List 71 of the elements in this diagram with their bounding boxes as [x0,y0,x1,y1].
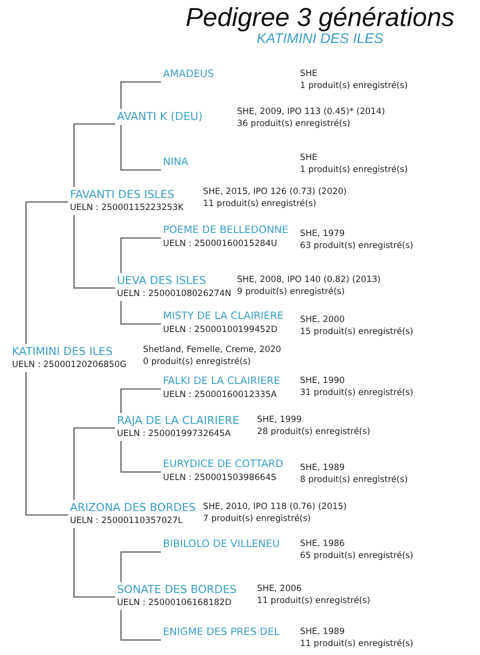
horse-details: 9 produit(s) enregistré(s) [237,286,346,298]
ueln-number: UELN : 25000120206850G [12,359,127,371]
pedigree-line [73,528,115,598]
pedigree-line [120,441,161,473]
pedigree-line [120,81,161,109]
horse-details: SHE, 1979 [300,228,346,240]
horse-name: BIBILOLO DE VILLENEU [163,538,280,552]
horse-details: 63 produit(s) enregistré(s) [300,240,414,252]
horse-details: 36 produit(s) enregistré(s) [237,118,352,130]
pedigree-line [120,610,161,641]
horse-details: 28 produit(s) enregistré(s) [257,426,370,438]
horse-name: MISTY DE LA CLAIRIERE [163,310,284,324]
pedigree-line [25,201,68,344]
pedigree-line [73,427,115,500]
horse-name: AMADEUS [163,68,214,82]
pedigree-line [120,237,161,273]
horse-details: SHE [300,68,318,80]
horse-name: EURYDICE DE COTTARD [163,458,284,472]
horse-details: SHE, 1989 [300,462,346,474]
horse-details: 65 produit(s) enregistré(s) [300,550,414,562]
horse-details: SHE [300,152,318,164]
horse-details: 11 produit(s) enregistré(s) [257,595,370,607]
horse-details: SHE, 2006 [257,583,303,595]
pedigree-line [73,215,115,289]
horse-details: 7 produit(s) enregistré(s) [203,513,312,525]
horse-details: SHE, 2010, IPO 118 (0.76) (2015) [203,501,347,513]
horse-details: 15 produit(s) enregistré(s) [300,326,414,338]
ueln-number: UELN : 25000110357027L [70,515,184,527]
horse-details: Shetland, Femelle, Creme, 2020 [143,344,282,356]
horse-details: 1 produit(s) enregistré(s) [300,164,408,176]
ueln-number: UELN : 25000108026274N [117,288,232,300]
horse-name: ARIZONA DES BORDES [70,501,196,515]
ueln-number: UELN : 25000160015284U [163,238,278,250]
ueln-number: UELN : 25000115223253K [70,202,184,214]
horse-details: 0 produit(s) enregistré(s) [143,356,252,368]
ueln-number: UELN : 25000106168182D [117,597,232,609]
horse-details: 31 produit(s) enregistré(s) [300,387,414,399]
horse-name: RAJA DE LA CLAIRIERE [117,414,240,428]
pedigree-line [120,125,161,171]
horse-details: 1 produit(s) enregistré(s) [300,80,408,92]
horse-name: NINA [163,156,188,170]
subtitle: KATIMINI DES ILES [256,30,384,46]
horse-details: SHE, 1986 [300,538,346,550]
ueln-number: UELN : 25000150398664S [163,472,278,484]
horse-details: SHE, 2015, IPO 126 (0.73) (2020) [203,186,347,198]
horse-details: 11 produit(s) enregistré(s) [203,198,318,210]
horse-details: SHE, 2000 [300,314,346,326]
horse-name: KATIMINI DES ILES [12,345,114,359]
ueln-number: UELN : 25000160012335A [163,389,278,401]
horse-details: SHE, 1990 [300,375,346,387]
ueln-number: UELN : 25000100199452D [163,324,278,336]
horse-details: SHE, 2008, IPO 140 (0.82) (2013) [237,274,381,286]
ueln-number: UELN : 25000199732645A [117,428,232,440]
pedigree-line [120,388,161,413]
horse-details: 11 produit(s) enregistré(s) [300,638,414,650]
pedigree-line [73,123,115,187]
horse-details: SHE, 1999 [257,414,303,426]
horse-details: SHE, 1989 [300,626,346,638]
horse-name: POEME DE BELLEDONNE [163,224,288,238]
horse-details: SHE, 2009, IPO 113 (0.45)* (2014) [237,106,385,118]
page-title: Pedigree 3 générations [184,2,456,33]
horse-name: UEVA DES ISLES [117,274,208,288]
horse-name: AVANTI K (DEU) [117,110,203,124]
pedigree-line [120,301,161,325]
horse-details: 8 produit(s) enregistré(s) [300,474,408,486]
horse-name: ENIGME DES PRES DEL [163,626,280,640]
horse-name: SONATE DES BORDES [117,583,237,597]
pedigree-line [25,372,68,516]
pedigree-line [120,551,161,582]
horse-name: FALKI DE LA CLAIRIERE [163,375,280,389]
horse-name: FAVANTI DES ISLES [70,188,176,202]
